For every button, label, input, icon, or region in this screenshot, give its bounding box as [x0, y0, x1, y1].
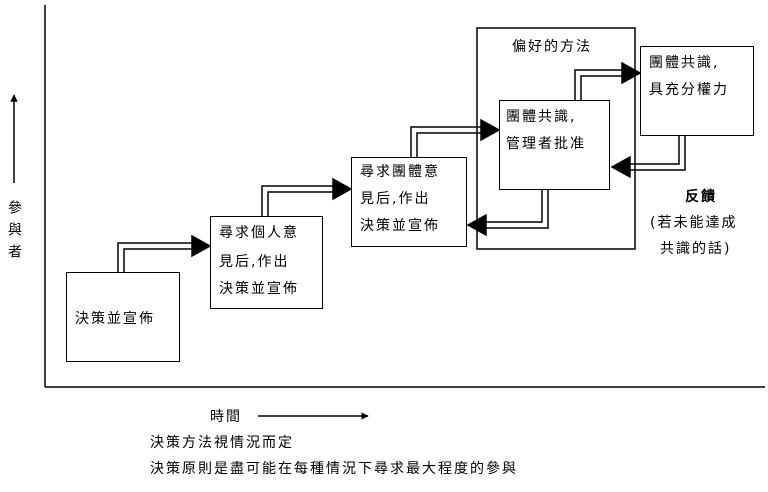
- feedback-title: 反饋: [685, 189, 717, 205]
- step-2-line-1: 尋求個人意: [219, 225, 299, 241]
- step-box-1: 決策並宣佈: [66, 272, 180, 362]
- step-2-line-3: 決策並宣佈: [219, 281, 299, 297]
- step-5-line-1: 團體共識,: [649, 55, 720, 71]
- step-arrow-4: [574, 61, 642, 100]
- step-5-line-2: 具充分權力: [649, 82, 729, 98]
- step-arrow-2: [261, 177, 353, 216]
- preferred-label: 偏好的方法: [512, 39, 592, 55]
- x-axis-label: 時間: [210, 409, 242, 425]
- step-arrow-1: [117, 234, 212, 272]
- step-box-5: 團體共識, 具充分權力: [640, 46, 754, 136]
- step-3-line-2: 見后,作出: [360, 191, 431, 207]
- feedback-arrow-2: [466, 190, 549, 237]
- footnote-2: 決策原則是盡可能在每種情況下尋求最大程度的參與: [150, 461, 518, 477]
- y-axis-label: 參與者: [6, 200, 22, 266]
- feedback-note-line-2: 共識的話): [660, 241, 732, 257]
- step-3-line-3: 決策並宣佈: [360, 218, 440, 234]
- step-4-line-1: 團體共識,: [506, 109, 577, 125]
- step-box-2: 尋求個人意 見后,作出 決策並宣佈: [210, 216, 323, 309]
- preferred-frame: [476, 27, 636, 250]
- footnote-1: 決策方法視情況而定: [150, 435, 294, 451]
- feedback-arrow-1: [610, 136, 686, 179]
- feedback-note-line-1: (若未能達成: [650, 215, 738, 231]
- step-2-line-2: 見后,作出: [219, 254, 290, 270]
- step-arrow-3: [410, 118, 501, 157]
- step-1-line-1: 決策並宣佈: [75, 311, 155, 327]
- step-box-3: 尋求團體意 見后,作出 決策並宣佈: [351, 157, 467, 247]
- step-3-line-1: 尋求團體意: [360, 164, 440, 180]
- step-box-4: 團體共識, 管理者批准: [499, 100, 610, 190]
- step-4-line-2: 管理者批准: [506, 136, 586, 152]
